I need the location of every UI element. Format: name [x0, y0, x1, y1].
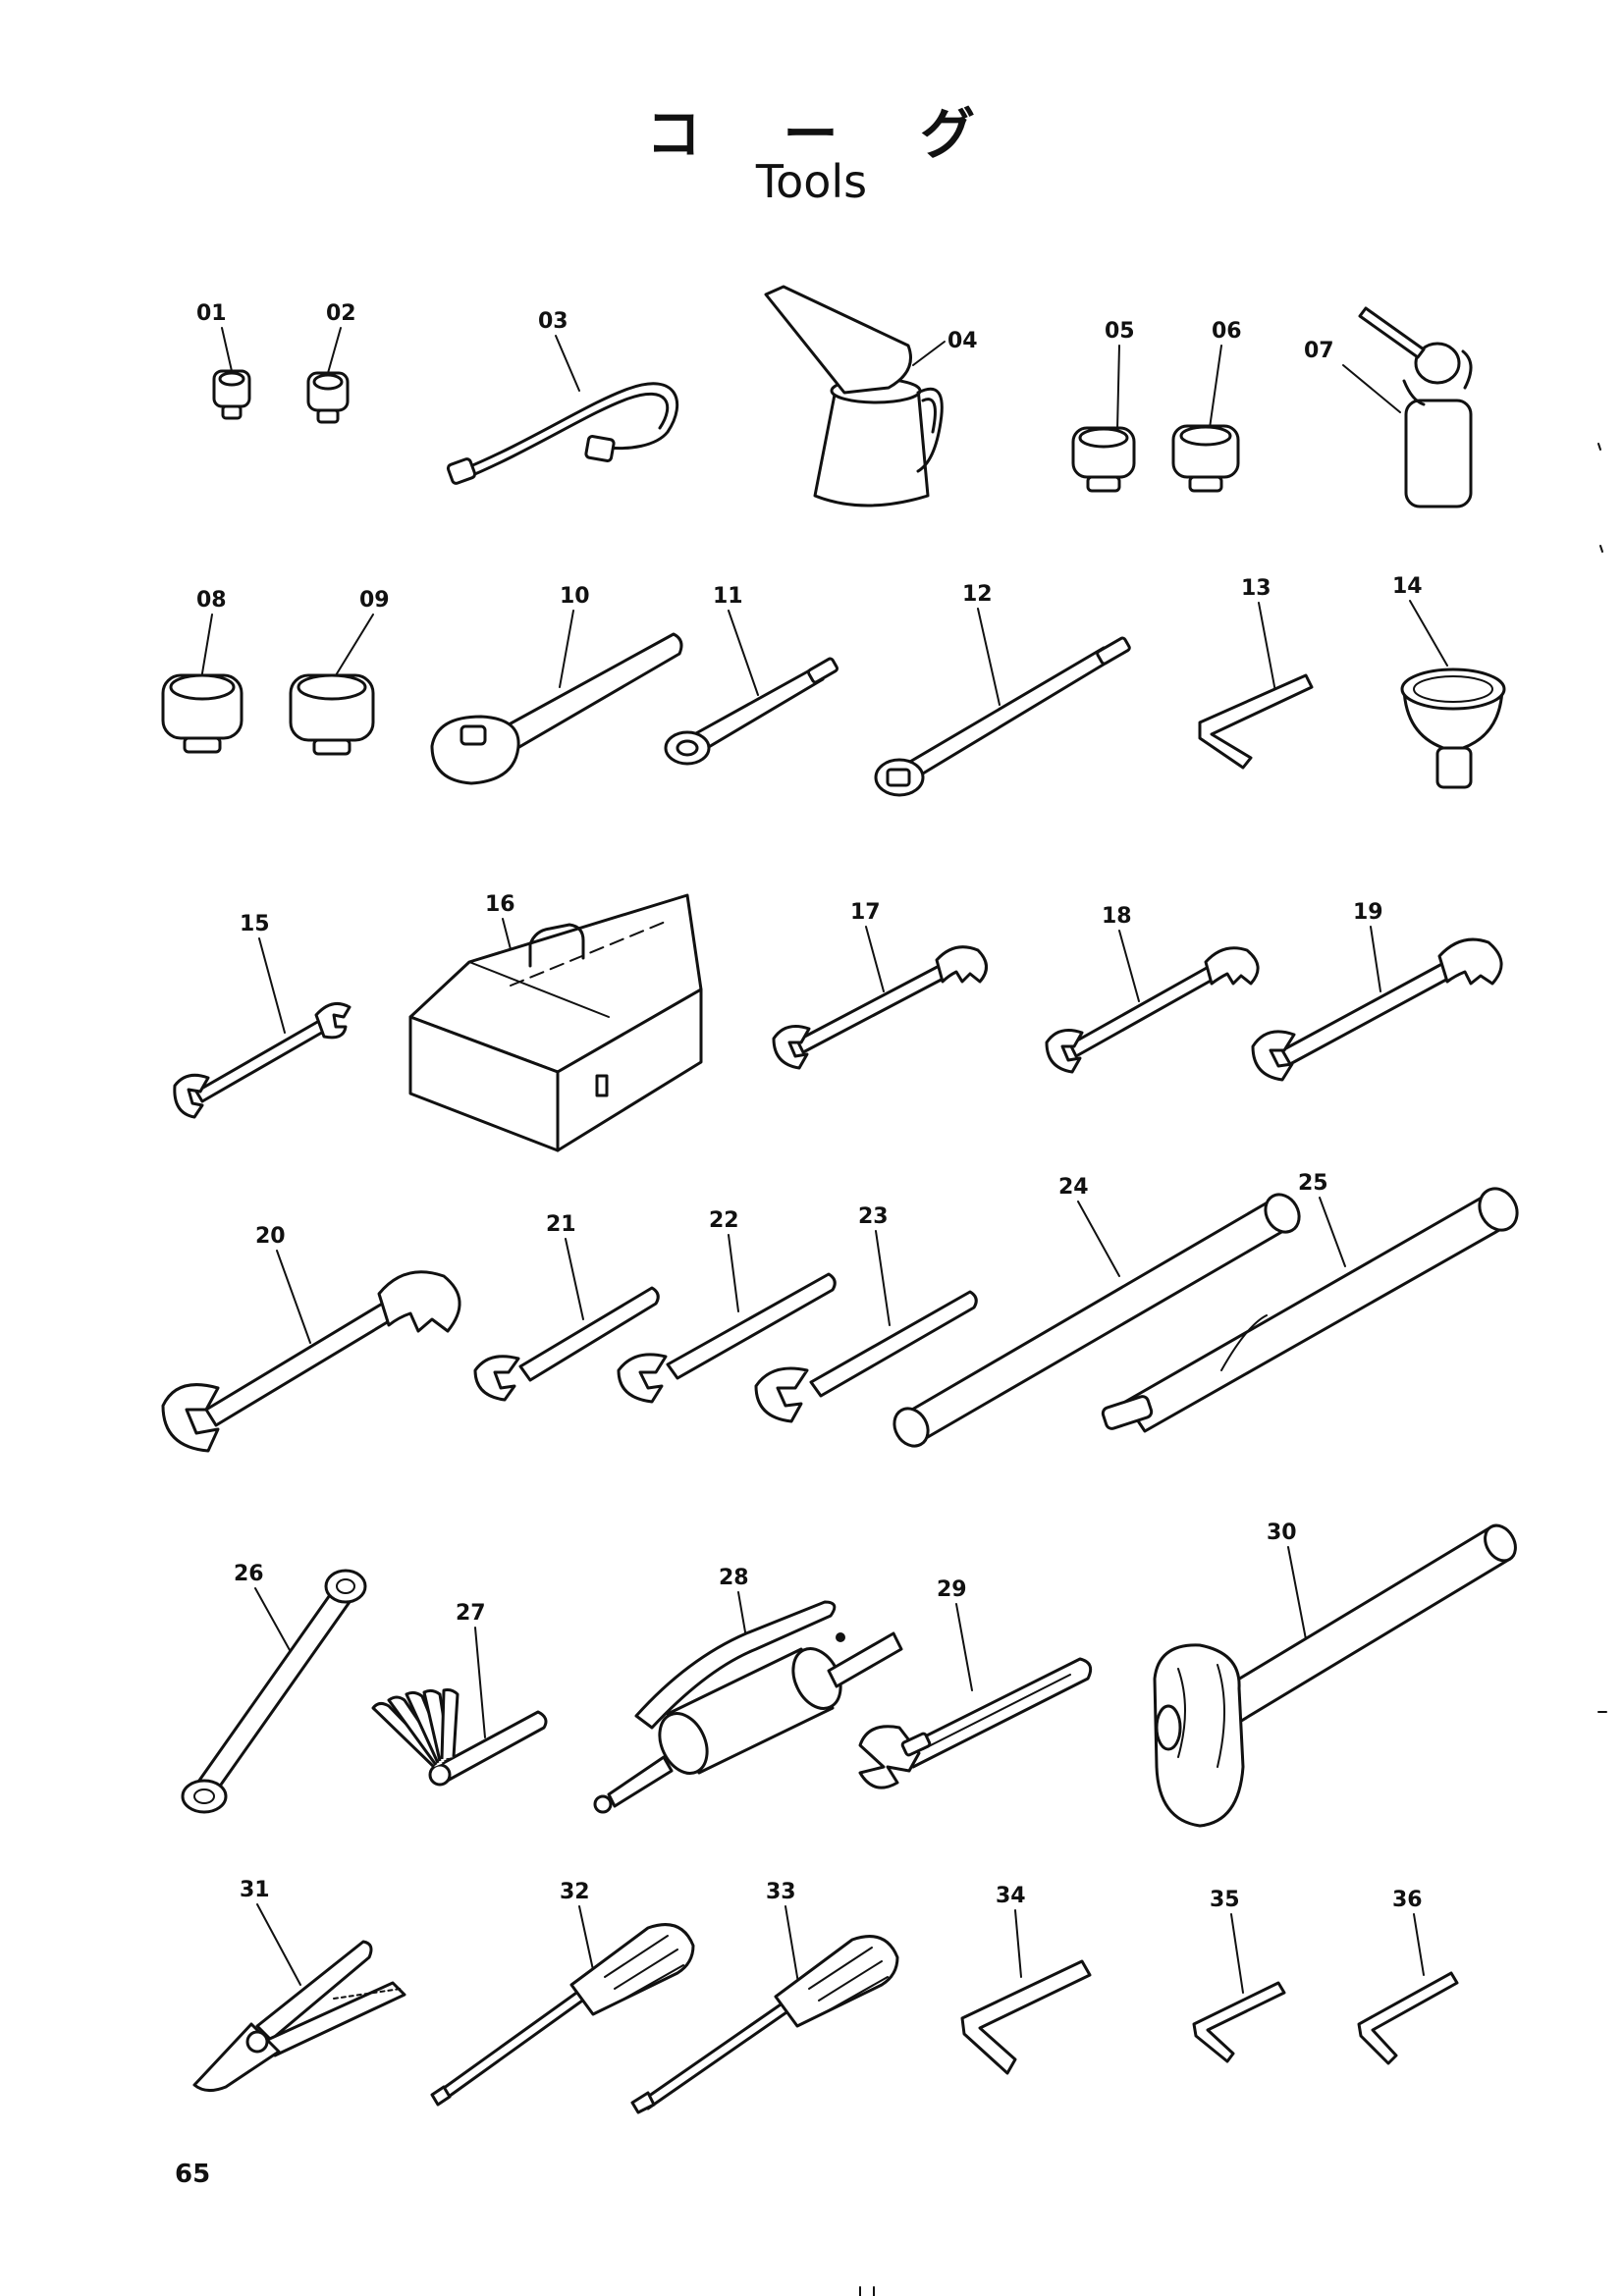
part-33-label: 33 [766, 1880, 796, 1904]
part-16-label: 16 [485, 892, 515, 917]
part-06-socket: 06 [1171, 319, 1242, 493]
part-20-large-wrench: 20 [161, 1224, 461, 1453]
part-11-label: 11 [713, 584, 743, 609]
part-09-label: 09 [359, 588, 390, 613]
part-08-large-socket: 08 [161, 588, 243, 754]
part-21-label: 21 [546, 1212, 576, 1237]
part-22-single-wrench: 22 [617, 1208, 837, 1404]
part-25-label: 25 [1298, 1171, 1328, 1196]
part-10-ratchet-handle: 10 [430, 584, 683, 785]
part-03-flexible-hose: 03 [446, 309, 679, 485]
part-02-small-socket: 02 [306, 301, 356, 424]
part-28-label: 28 [719, 1566, 749, 1590]
part-16-tool-box: 16 [408, 892, 703, 1152]
part-12-extension-bar-long: 12 [874, 582, 1131, 797]
part-27-label: 27 [456, 1601, 486, 1626]
part-34-hex-key-large: 34 [960, 1884, 1092, 2075]
page-title-japanese: コ ー グ [646, 103, 977, 167]
part-28-grease-gun: 28 [593, 1566, 903, 1814]
part-33-phillips-screwdriver: 33 [630, 1880, 899, 2114]
part-02-label: 02 [326, 301, 356, 326]
part-36-hex-key-small: 36 [1357, 1888, 1459, 2065]
part-35-hex-key-small: 35 [1192, 1888, 1286, 2063]
part-34-label: 34 [996, 1884, 1026, 1908]
part-32-label: 32 [560, 1880, 590, 1904]
part-04-label: 04 [947, 329, 978, 353]
part-31-pliers: 31 [192, 1878, 406, 2092]
part-19-label: 19 [1353, 900, 1383, 925]
part-09-large-socket: 09 [289, 588, 390, 756]
part-14-label: 14 [1392, 574, 1423, 599]
page-title-english: Tools [755, 155, 868, 208]
part-12-label: 12 [962, 582, 993, 607]
part-10-label: 10 [560, 584, 590, 609]
part-30-hammer: 30 [1153, 1521, 1517, 1828]
scan-marks [859, 443, 1607, 2296]
part-36-label: 36 [1392, 1888, 1423, 1912]
part-04-oil-jug: 04 [764, 285, 978, 507]
part-17-wrench: 17 [772, 900, 988, 1070]
part-13-hex-key: 13 [1198, 576, 1314, 770]
part-29-label: 29 [937, 1577, 967, 1602]
part-25-flattened-pipe: 25 [1101, 1171, 1519, 1433]
part-26-box-wrench: 26 [181, 1562, 367, 1814]
part-32-flat-screwdriver: 32 [430, 1880, 695, 2107]
part-13-label: 13 [1241, 576, 1271, 601]
page-number: 65 [175, 2160, 211, 2189]
part-21-single-wrench: 21 [473, 1212, 660, 1402]
part-35-label: 35 [1210, 1888, 1240, 1912]
part-30-label: 30 [1267, 1521, 1297, 1545]
part-18-wrench: 18 [1045, 904, 1260, 1074]
part-18-label: 18 [1102, 904, 1132, 929]
part-20-label: 20 [255, 1224, 286, 1249]
part-23-label: 23 [858, 1204, 889, 1229]
part-01-label: 01 [196, 301, 227, 326]
part-31-label: 31 [240, 1878, 270, 1902]
part-06-label: 06 [1212, 319, 1242, 344]
part-29-adjustable-wrench: 29 [858, 1577, 1093, 1789]
part-24-pipe: 24 [893, 1175, 1301, 1448]
part-22-label: 22 [709, 1208, 739, 1233]
part-24-label: 24 [1058, 1175, 1089, 1200]
part-15-label: 15 [240, 912, 270, 936]
part-05-socket: 05 [1071, 319, 1136, 493]
part-07-label: 07 [1304, 339, 1334, 363]
part-01-small-socket: 01 [196, 301, 251, 420]
part-07-oiler-bottle: 07 [1304, 306, 1473, 508]
part-03-label: 03 [538, 309, 568, 334]
part-23-single-wrench: 23 [754, 1204, 978, 1423]
part-17-label: 17 [850, 900, 881, 925]
part-19-wrench: 19 [1251, 900, 1503, 1082]
part-05-label: 05 [1105, 319, 1135, 344]
part-27-feeler-gauge: 27 [371, 1601, 548, 1787]
part-15-small-wrench: 15 [173, 912, 352, 1119]
part-11-extension-bar-short: 11 [664, 584, 839, 766]
part-26-label: 26 [234, 1562, 264, 1586]
part-08-label: 08 [196, 588, 227, 613]
part-14-funnel: 14 [1392, 574, 1506, 789]
